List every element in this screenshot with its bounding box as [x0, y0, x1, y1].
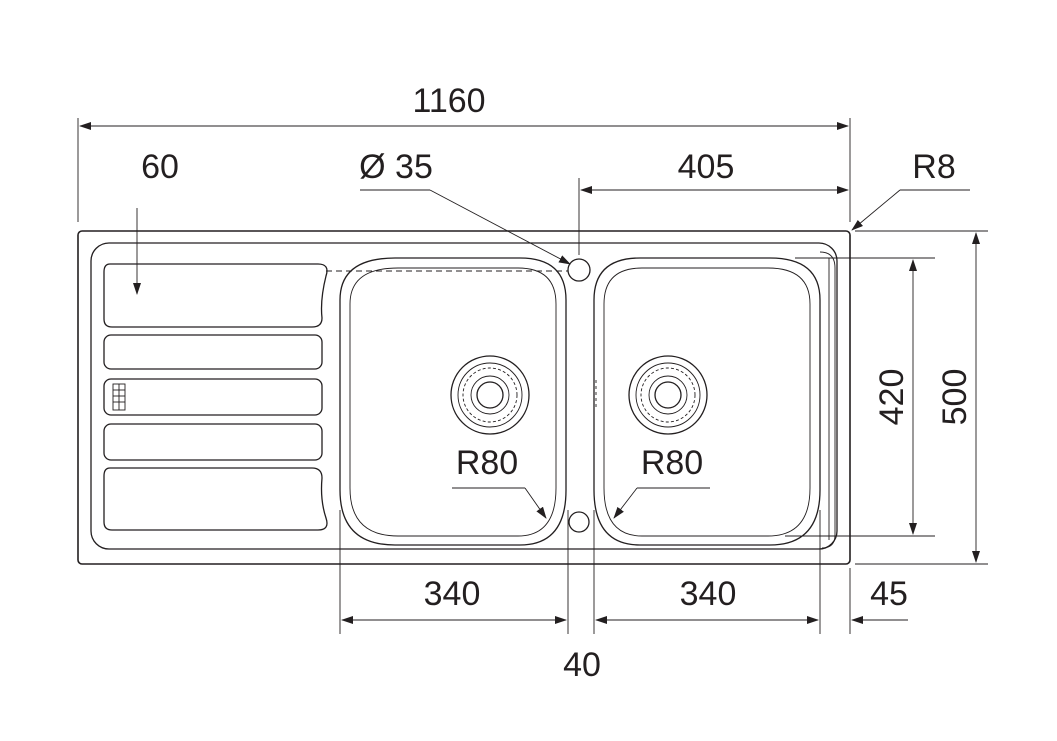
dim-right-bowl-width: 340	[595, 575, 819, 624]
left-bowl	[339, 257, 567, 546]
dim-label-overall-width: 1160	[412, 82, 485, 120]
drainer-groove-4	[103, 423, 323, 461]
dim-right-bowl-radius: R80	[613, 444, 710, 519]
overflow-hole	[568, 511, 590, 533]
dim-label-right-bowl-radius: R80	[641, 444, 703, 482]
dim-label-bowl-gap: 40	[563, 646, 601, 684]
dim-bowl-gap: 40	[563, 646, 601, 684]
sink-outline	[77, 230, 851, 565]
dim-right-to-tap: 405	[578, 148, 849, 255]
left-drain-strainer	[450, 355, 530, 435]
dim-right-margin: 45	[851, 575, 908, 624]
dim-overall-depth: 500	[855, 230, 988, 565]
dim-left-bowl-width: 340	[341, 575, 567, 624]
dim-label-overall-depth: 500	[936, 369, 974, 426]
drainer-groove-2	[103, 334, 323, 370]
dim-tap-hole: Ø 35	[359, 148, 571, 265]
dim-label-corner-radius: R8	[912, 148, 955, 186]
dim-label-left-bowl-width: 340	[424, 575, 481, 613]
dim-label-right-bowl-width: 340	[680, 575, 737, 613]
dim-overall-width: 1160	[77, 82, 851, 222]
dim-corner-radius: R8	[851, 148, 970, 231]
dim-drainer-offset: 60	[133, 148, 179, 295]
right-drain-strainer	[628, 355, 708, 435]
dim-label-right-margin: 45	[870, 575, 908, 613]
dim-label-tap-hole: Ø 35	[359, 148, 433, 186]
dim-bowl-height: 420	[785, 257, 935, 537]
right-bowl	[593, 257, 821, 546]
drainer-area	[103, 263, 328, 531]
drainer-groove-5	[103, 467, 328, 531]
drainer-groove-1	[103, 263, 328, 328]
dim-label-left-bowl-radius: R80	[456, 444, 518, 482]
dim-label-right-to-tap: 405	[678, 148, 735, 186]
dim-label-bowl-height: 420	[873, 369, 911, 426]
tap-hole	[567, 258, 591, 282]
bottom-extension-lines	[339, 510, 851, 634]
dim-label-drainer-offset: 60	[141, 148, 179, 186]
drainer-groove-3	[103, 378, 323, 416]
overflow-icon	[112, 383, 126, 411]
dim-left-bowl-radius: R80	[452, 444, 547, 519]
